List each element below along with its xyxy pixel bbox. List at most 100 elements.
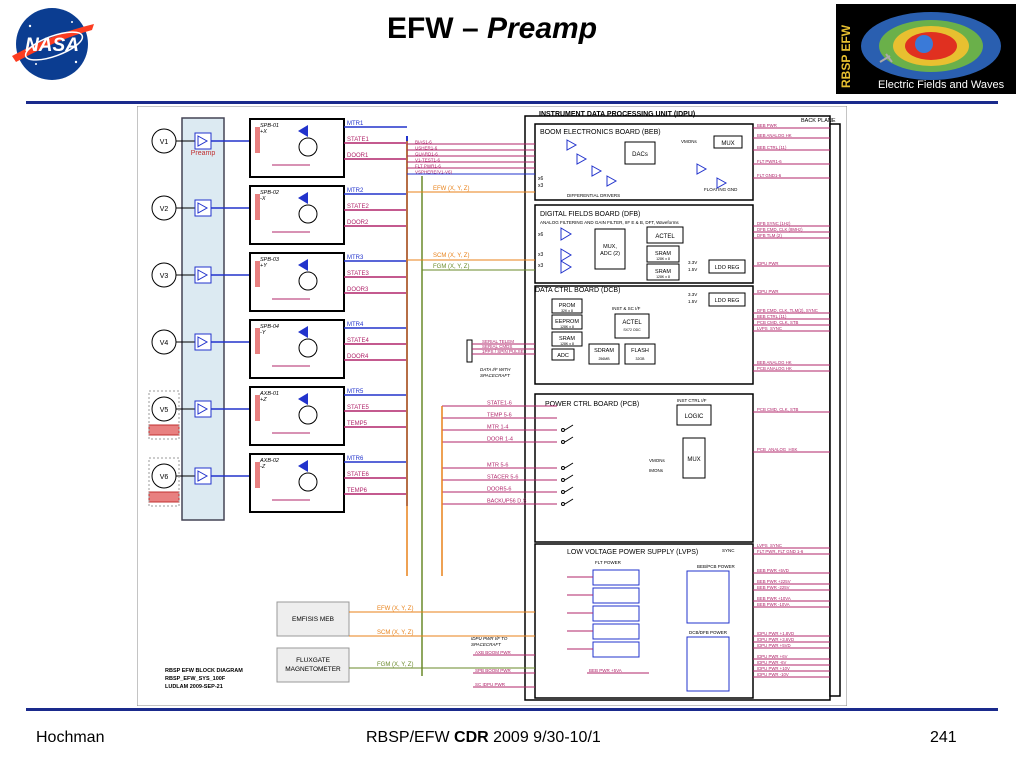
boom-unit-strip bbox=[255, 328, 260, 354]
emfisis-efw: EFW (X, Y, Z) bbox=[377, 606, 413, 612]
switch-icon bbox=[561, 478, 565, 482]
diode-icon bbox=[298, 460, 308, 472]
rbsp-caption: Electric Fields and Waves bbox=[878, 79, 1005, 91]
fgm-bus-label: FGM (X, Y, Z) bbox=[433, 264, 469, 270]
beb-amp-icon bbox=[576, 153, 588, 165]
motor-icon bbox=[298, 271, 318, 291]
dfb-v2: 1.5V bbox=[688, 267, 697, 272]
beb-signal-label: FLT PWR1-6 bbox=[415, 164, 441, 169]
dfb-sram2 bbox=[646, 263, 680, 281]
pcb-title: POWER CTRL BOARD (PCB) bbox=[545, 401, 639, 408]
dcb-flash bbox=[624, 343, 656, 365]
switch-icon bbox=[561, 466, 565, 470]
sensor-label: V4 bbox=[160, 340, 169, 347]
dcb-ldo bbox=[708, 292, 746, 307]
diode-icon bbox=[298, 326, 308, 338]
meta-1: RBSP_EFW_SYS_100F bbox=[165, 676, 226, 682]
telem-1: SERIAL CMDS bbox=[482, 344, 512, 349]
boom-signal-label: MTR5 bbox=[347, 389, 364, 395]
preamp-box bbox=[194, 266, 212, 284]
dcb-actel bbox=[614, 313, 650, 339]
dcb-sram bbox=[551, 331, 583, 347]
boom-unit-box bbox=[249, 453, 345, 513]
preamp-box bbox=[194, 467, 212, 485]
boom-signal-label: STATE6 bbox=[347, 472, 369, 478]
dcb-ldo-label: LDO REG bbox=[715, 298, 740, 304]
lvps-title: LOW VOLTAGE POWER SUPPLY (LVPS) bbox=[567, 549, 698, 556]
pcb-input-label: MTR 5-6 bbox=[487, 463, 508, 469]
footer-rule bbox=[26, 708, 998, 711]
boom-unit-axis: -X bbox=[260, 196, 266, 202]
emfisis-scm: SCM (X, Y, Z) bbox=[377, 630, 413, 636]
boom-signal-label: STATE3 bbox=[347, 271, 369, 277]
dcb-flash-label: FLASH bbox=[631, 348, 649, 354]
right-signal-label: DFB CMD, CLK, TLM(2), SYNC bbox=[757, 308, 818, 313]
footer-center: RBSP/EFW CDR 2009 9/30-10/1 bbox=[366, 729, 601, 746]
dcb-sram-label: SRAM bbox=[559, 336, 575, 342]
boom-unit-box bbox=[249, 252, 345, 312]
switch-icon bbox=[561, 502, 565, 506]
nasa-logo: NASA bbox=[6, 4, 98, 84]
pcb-input-label: STATE1-6 bbox=[487, 401, 512, 407]
dcb-v2: 1.5V bbox=[688, 299, 697, 304]
beb-signal-label: VSPHERE(V1-V6) bbox=[415, 170, 453, 175]
preamp-box bbox=[194, 333, 212, 351]
right-signal-label: BEB PWR -10VA bbox=[757, 602, 790, 607]
motor-icon bbox=[298, 137, 318, 157]
preamp-amp-icon bbox=[197, 135, 209, 147]
boom-signal-label: STATE1 bbox=[347, 137, 369, 143]
beb-amp-icon bbox=[606, 175, 618, 187]
flt-power-block bbox=[592, 569, 640, 586]
flt-power-block bbox=[592, 605, 640, 622]
boom-unit-axis: +X bbox=[260, 129, 267, 135]
lvps-sync: SYNC bbox=[722, 548, 735, 553]
flt-power-block bbox=[592, 641, 640, 658]
axial-dashed-frame bbox=[148, 457, 180, 507]
right-signal-label: DFB CMD, CLK (8MHz) bbox=[757, 227, 803, 232]
boom-unit-name: AXB-01 bbox=[259, 391, 279, 397]
motor-icon bbox=[298, 204, 318, 224]
boom-signal-label: STATE2 bbox=[347, 204, 369, 210]
switch-icon bbox=[561, 490, 565, 494]
axial-dashed-frame bbox=[148, 390, 180, 440]
pcb-input-label: BACKUP56 D,S bbox=[487, 499, 527, 505]
footer-author: Hochman bbox=[36, 729, 105, 746]
dfb-sram1-sub: 128K x 8 bbox=[656, 257, 670, 261]
efw-bus-label: EFW (X, Y, Z) bbox=[433, 186, 469, 192]
dcb-adc-label: ADC bbox=[557, 353, 569, 359]
rbsp-vertical-text: RBSP EFW bbox=[839, 24, 853, 88]
dfb-in3: x3 bbox=[538, 263, 544, 269]
pcb-input-label: DOOR 1-4 bbox=[487, 437, 513, 443]
dcb-adc bbox=[551, 348, 575, 361]
preamp-amp-icon bbox=[197, 336, 209, 348]
page-title: EFW – Preamp bbox=[386, 12, 598, 45]
right-signal-label: IDPU PWR bbox=[757, 261, 779, 266]
right-signal-label: BEB ANALOG HK bbox=[757, 360, 792, 365]
motor-icon bbox=[298, 338, 318, 358]
boom-unit-axis: -Y bbox=[260, 330, 266, 336]
beb-in2: x3 bbox=[538, 183, 544, 189]
boom-signal-label: DOOR4 bbox=[347, 354, 369, 360]
dcb-prom-sub: 32K x 8 bbox=[561, 309, 573, 313]
dfb-adc-label: ADC (2) bbox=[600, 251, 620, 257]
preamp-label: Preamp bbox=[191, 150, 216, 157]
rbsp-efw-logo: RBSP EFW Electric Fields and Waves bbox=[836, 4, 1016, 94]
bottom-signal-label: SPB BOOM PWR bbox=[475, 668, 512, 673]
boom-signal-label: MTR3 bbox=[347, 255, 364, 261]
dcb-dfb-power-block bbox=[686, 636, 730, 692]
data-if-1: SPACECRAFT bbox=[480, 373, 511, 378]
header-rule bbox=[26, 101, 998, 104]
emfisis-box bbox=[276, 601, 350, 637]
dcb-flash-sub: 32GB bbox=[636, 357, 646, 361]
dfb-title: DIGITAL FIELDS BOARD (DFB) bbox=[540, 211, 640, 218]
preamp-amp-icon bbox=[197, 403, 209, 415]
beb-amp-icon bbox=[716, 177, 728, 189]
sensor-label: V1 bbox=[160, 139, 169, 146]
boom-unit-strip bbox=[255, 395, 260, 421]
bottom-signal-label: BEB PWR +5VA bbox=[589, 668, 622, 673]
right-signal-label: BEB CTRL (11) bbox=[757, 145, 787, 150]
diode-icon bbox=[298, 192, 308, 204]
beb-signal-label: GUARD1-6 bbox=[415, 152, 438, 157]
dcb-sdram-label: SDRAM bbox=[594, 348, 614, 354]
back-plane-bar bbox=[829, 123, 841, 697]
